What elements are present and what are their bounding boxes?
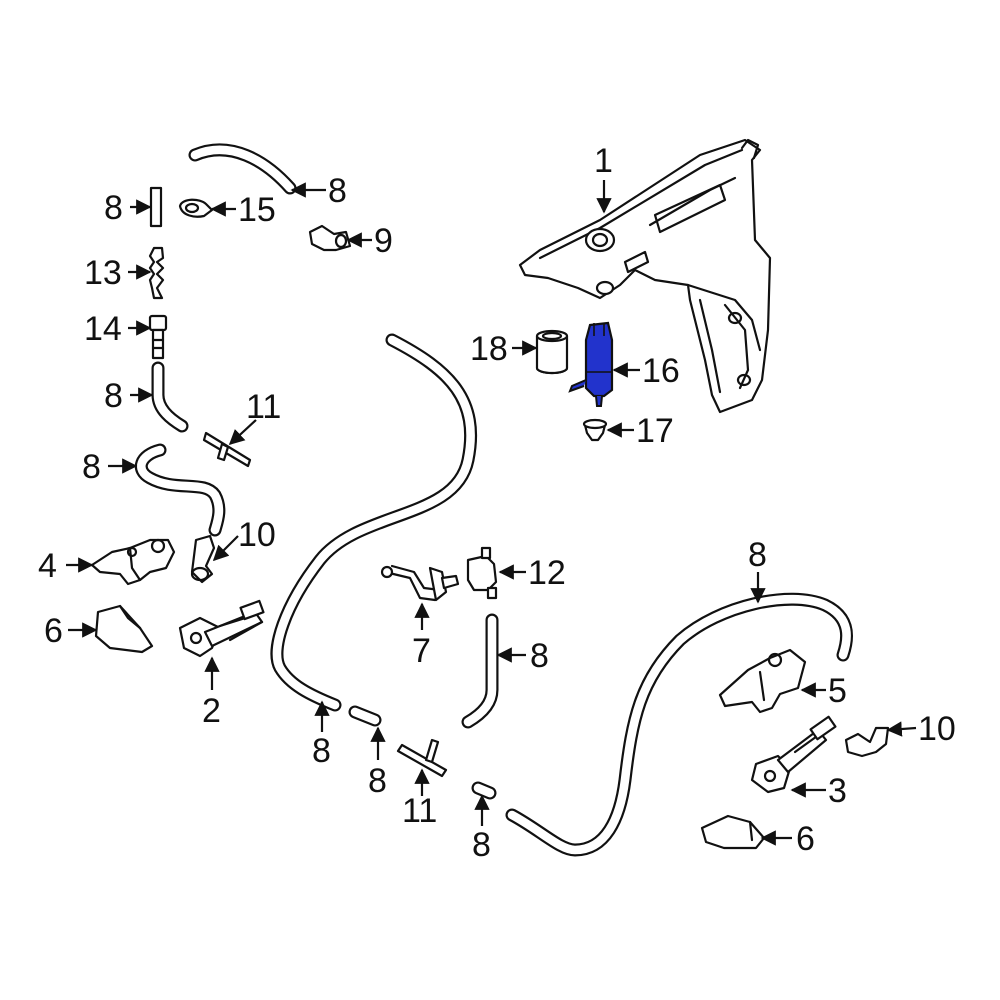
- callout-14: 14: [84, 310, 122, 348]
- connector-14[interactable]: [148, 314, 168, 360]
- callout-2: 2: [202, 692, 221, 730]
- callout-6-left: 6: [44, 612, 63, 650]
- hose-left-s[interactable]: [134, 443, 226, 537]
- callout-10-right: 10: [918, 710, 956, 748]
- callout-3: 3: [828, 772, 847, 810]
- pump-seal[interactable]: [535, 329, 569, 375]
- hose-long-center[interactable]: [270, 333, 478, 712]
- callout-16: 16: [642, 352, 680, 390]
- callout-8-right: 8: [748, 536, 767, 574]
- washer-pump[interactable]: [568, 321, 614, 407]
- callout-4: 4: [38, 547, 57, 585]
- callout-8-left-bend: 8: [104, 377, 123, 415]
- cover-cap-6-right[interactable]: [700, 814, 766, 850]
- hose-segment-short-bottom[interactable]: [471, 781, 497, 800]
- hose-top-curved[interactable]: [188, 143, 297, 195]
- check-valve-12[interactable]: [466, 546, 498, 600]
- grommet[interactable]: [582, 418, 608, 442]
- elbow-10-right[interactable]: [844, 726, 890, 758]
- callout-12: 12: [528, 554, 566, 592]
- cover-cap-6-left[interactable]: [94, 604, 154, 654]
- bracket-5[interactable]: [718, 648, 807, 714]
- callout-15: 15: [238, 191, 276, 229]
- callout-9: 9: [374, 222, 393, 260]
- elbow-10-left[interactable]: [190, 534, 216, 584]
- hose-short-straight[interactable]: [149, 186, 163, 228]
- telescopic-nozzle-3[interactable]: [750, 715, 837, 794]
- telescopic-nozzle-2[interactable]: [178, 599, 265, 658]
- callout-13: 13: [84, 254, 122, 292]
- hose-long-right[interactable]: [505, 592, 854, 857]
- callout-1: 1: [594, 142, 613, 180]
- t-connector-11-lower[interactable]: [396, 738, 448, 778]
- callout-17: 17: [636, 412, 674, 450]
- callout-8-top: 8: [328, 172, 347, 210]
- callout-10-left: 10: [238, 516, 276, 554]
- hose-center-bend[interactable]: [461, 613, 499, 729]
- callout-6-right: 6: [796, 820, 815, 858]
- callout-11-upper: 11: [246, 388, 281, 426]
- bracket-7[interactable]: [380, 564, 460, 602]
- washer-reservoir[interactable]: [518, 138, 772, 414]
- callout-11-lower: 11: [402, 792, 437, 830]
- clamp-15[interactable]: [178, 198, 214, 218]
- callout-8-center-a: 8: [312, 732, 331, 770]
- connector-13[interactable]: [148, 246, 165, 300]
- hose-left-bend[interactable]: [151, 361, 189, 433]
- callout-7: 7: [412, 632, 431, 670]
- callout-labels: 1 2 3 4 5 6 6 7 8 8 8 8 8 8 8 8 8 9 10 1…: [38, 142, 956, 864]
- callout-18: 18: [470, 330, 508, 368]
- callout-8-bottom: 8: [472, 826, 491, 864]
- callout-5: 5: [828, 672, 847, 710]
- bracket-4[interactable]: [90, 538, 176, 586]
- callout-8-center-b: 8: [368, 762, 387, 800]
- elbow-connector-9[interactable]: [308, 224, 352, 252]
- callout-8-center-bend: 8: [530, 637, 549, 675]
- callout-8-left-s: 8: [82, 448, 101, 486]
- t-connector-11-upper[interactable]: [202, 431, 252, 468]
- hose-segment-short-center[interactable]: [348, 705, 382, 727]
- callout-8-straight: 8: [104, 189, 123, 227]
- callout-leaders: [66, 180, 917, 846]
